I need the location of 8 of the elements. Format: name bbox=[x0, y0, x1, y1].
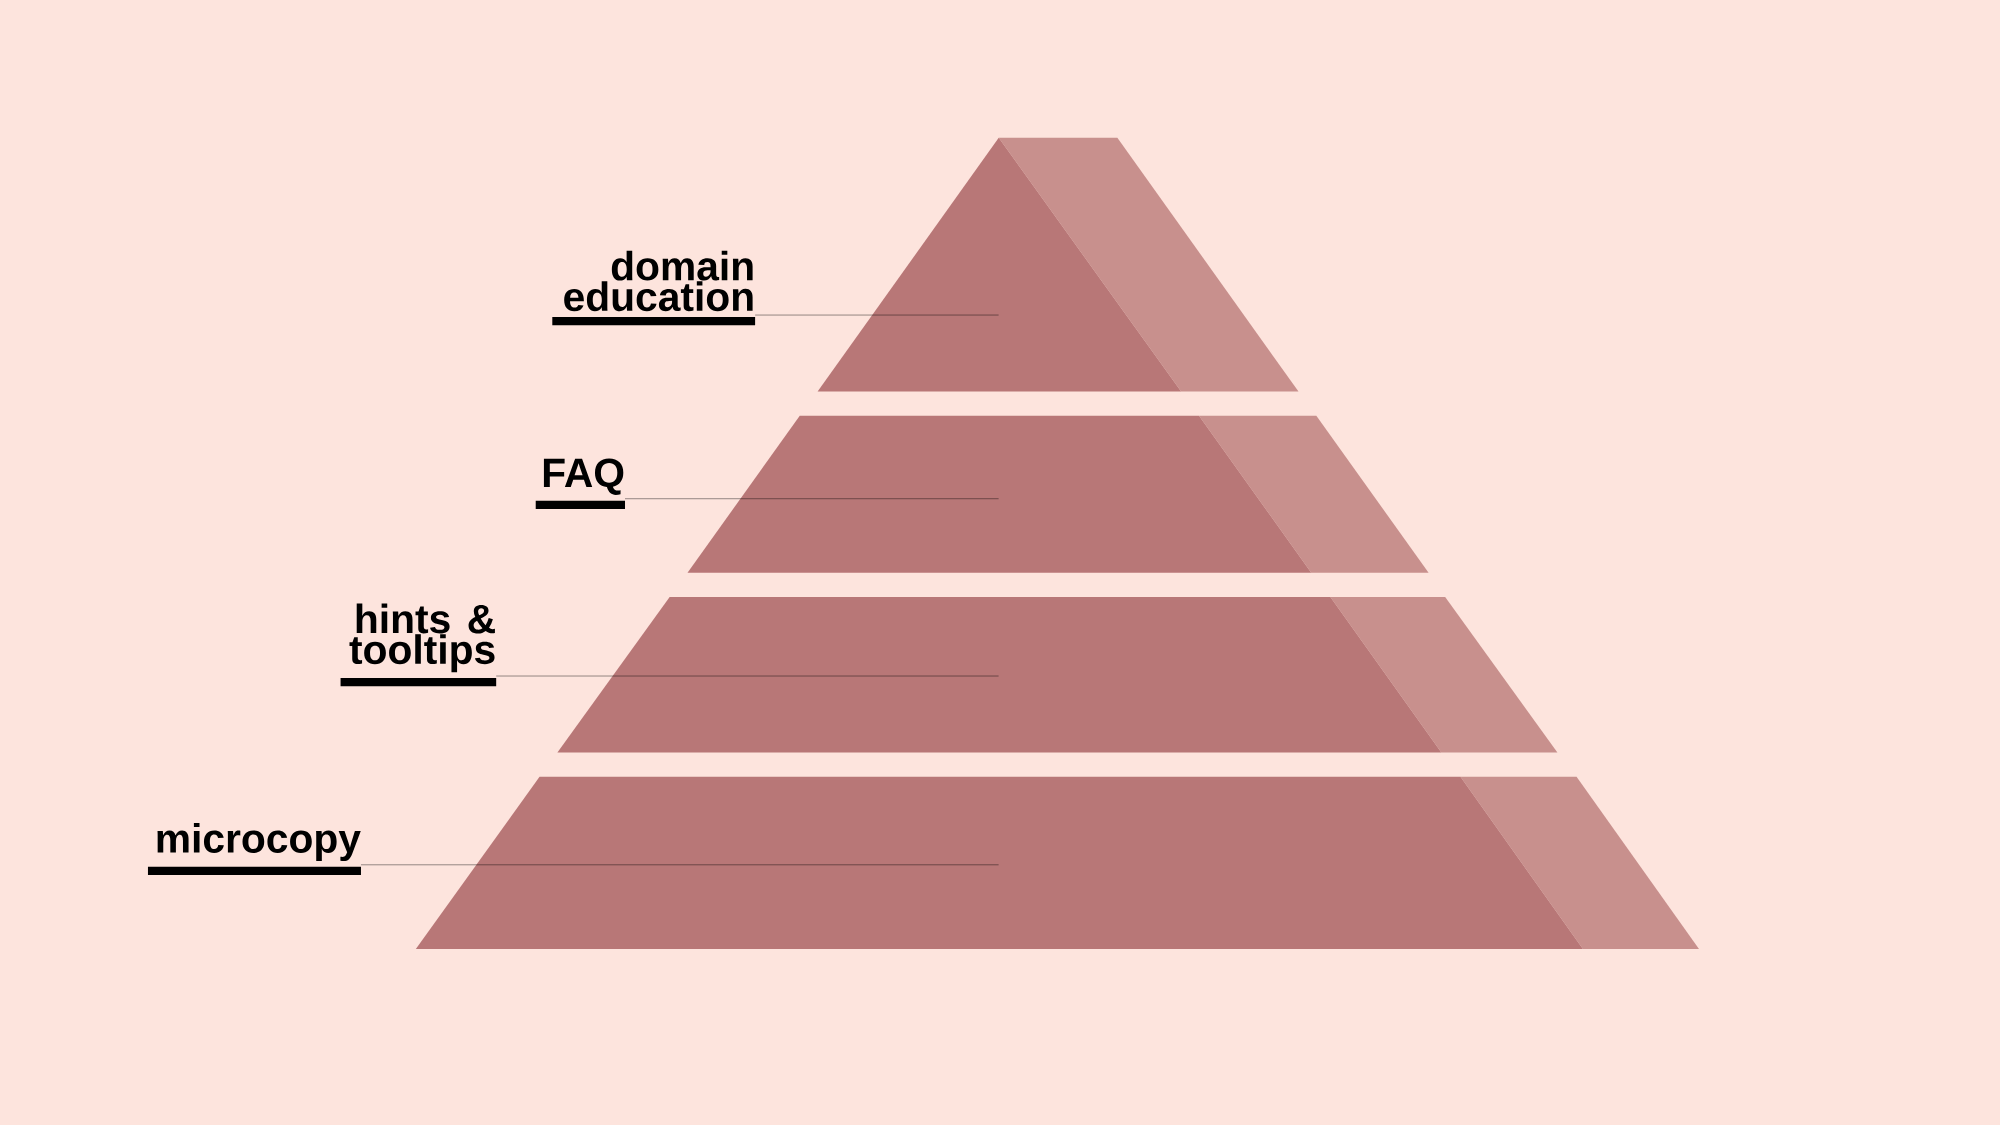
pyramid-layer bbox=[817, 137, 1299, 392]
layer-label: domain education bbox=[552, 250, 756, 326]
layer-label: hints & tooltips bbox=[340, 603, 497, 687]
layer-label: microcopy bbox=[147, 823, 361, 875]
pyramid-layer bbox=[557, 596, 1558, 753]
layer-label: FAQ bbox=[535, 458, 625, 509]
pyramid-layer bbox=[687, 415, 1429, 573]
pyramid-layer bbox=[415, 776, 1699, 949]
